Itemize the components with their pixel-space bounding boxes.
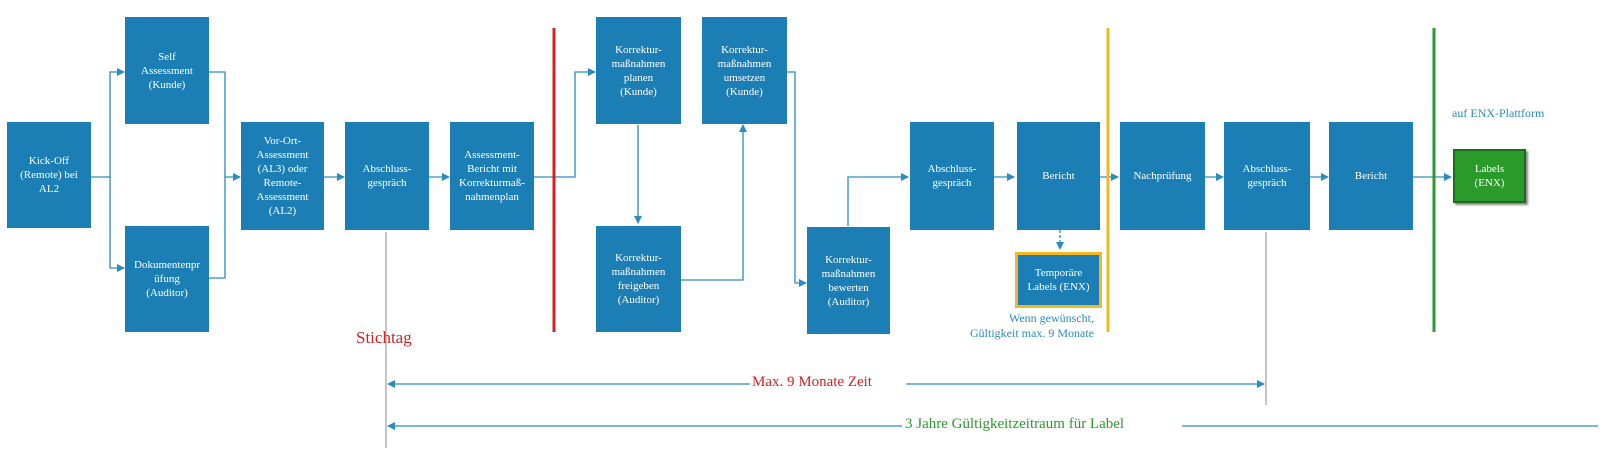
abschluss2-label: Abschluss- gespräch: [927, 163, 977, 189]
bericht1-label: Bericht: [1042, 170, 1075, 182]
labels-box: Labels (ENX): [1453, 149, 1526, 203]
km-umsetzen-box: Korrektur- maßnahmen umsetzen (Kunde): [702, 17, 787, 124]
max9-label: Max. 9 Monate Zeit: [752, 374, 872, 390]
km-freigeben-label: Korrektur- maßnahmen freigeben (Auditor): [611, 252, 666, 306]
connector-kmbewerten-abschluss2: [847, 173, 909, 226]
abschluss1-box: Abschluss- gespräch: [345, 122, 429, 230]
bericht2-label: Bericht: [1354, 170, 1388, 182]
km-planen-box: Korrektur- maßnahmen planen (Kunde): [596, 17, 681, 124]
temp-labels-box: Temporäre Labels (ENX): [1015, 252, 1102, 308]
km-bewerten-box: Korrektur- maßnahmen bewerten (Auditor): [807, 227, 890, 334]
nachpruefung-box: Nachprüfung: [1120, 122, 1205, 230]
assessment-bericht-label: Assessment- Bericht mit Korrekturmaß- na…: [459, 149, 525, 203]
abschluss3-box: Abschluss- gespräch: [1224, 122, 1310, 230]
km-umsetzen-label: Korrektur- maßnahmen umsetzen (Kunde): [717, 43, 772, 98]
connector-bericht-kmplanen: [534, 68, 596, 178]
bericht1-box: Bericht: [1017, 122, 1100, 230]
abschluss3-label: Abschluss- gespräch: [1242, 163, 1292, 189]
bericht2-box: Bericht: [1329, 122, 1413, 230]
temp-labels-label: Temporäre Labels (ENX): [1027, 267, 1090, 293]
connector-kmfreigeben-kmumsetzen: [681, 124, 747, 281]
km-freigeben-box: Korrektur- maßnahmen freigeben (Auditor): [596, 226, 681, 332]
kickoff-box: Kick-Off (Remote) bei AL2: [7, 122, 91, 228]
dokumentenpruefung-box: Dokumentenpr üfung (Auditor): [125, 226, 209, 332]
km-planen-label: Korrektur- maßnahmen planen (Kunde): [611, 43, 666, 98]
plattform-note: auf ENX-Plattform: [1452, 106, 1545, 120]
abschluss1-label: Abschluss- gespräch: [362, 163, 412, 189]
self-assessment-label: Self Assessment (Kunde): [141, 50, 193, 91]
stichtag-label: Stichtag: [356, 328, 412, 347]
self-assessment-box: Self Assessment (Kunde): [125, 17, 209, 124]
wenn-gewuenscht-note: Wenn gewünscht, Gültigkeit max. 9 Monate: [970, 311, 1094, 340]
connector-kickoff-doku: [109, 177, 125, 272]
assessment-bericht-box: Assessment- Bericht mit Korrekturmaß- na…: [450, 122, 534, 230]
dokumentenpruefung-label: Dokumentenpr üfung (Auditor): [134, 259, 200, 299]
labels-label: Labels (ENX): [1474, 163, 1505, 189]
vor-ort-label: Vor-Ort- Assessment (AL3) oder Remote- A…: [256, 135, 309, 217]
kickoff-label: Kick-Off (Remote) bei AL2: [20, 155, 78, 195]
connector-kickoff-self: [91, 68, 125, 178]
connector-kmumsetzen-kmbewerten: [787, 71, 807, 287]
connector-doku-vorort: [209, 177, 226, 279]
km-bewerten-label: Korrektur- maßnahmen bewerten (Auditor): [821, 253, 876, 308]
abschluss2-box: Abschluss- gespräch: [910, 122, 994, 230]
nachpruefung-label: Nachprüfung: [1133, 170, 1192, 182]
drei-jahre-label: 3 Jahre Gültigkeitzeitraum für Label: [905, 416, 1125, 432]
vor-ort-box: Vor-Ort- Assessment (AL3) oder Remote- A…: [241, 122, 324, 230]
connector-self-vorort: [209, 71, 241, 181]
